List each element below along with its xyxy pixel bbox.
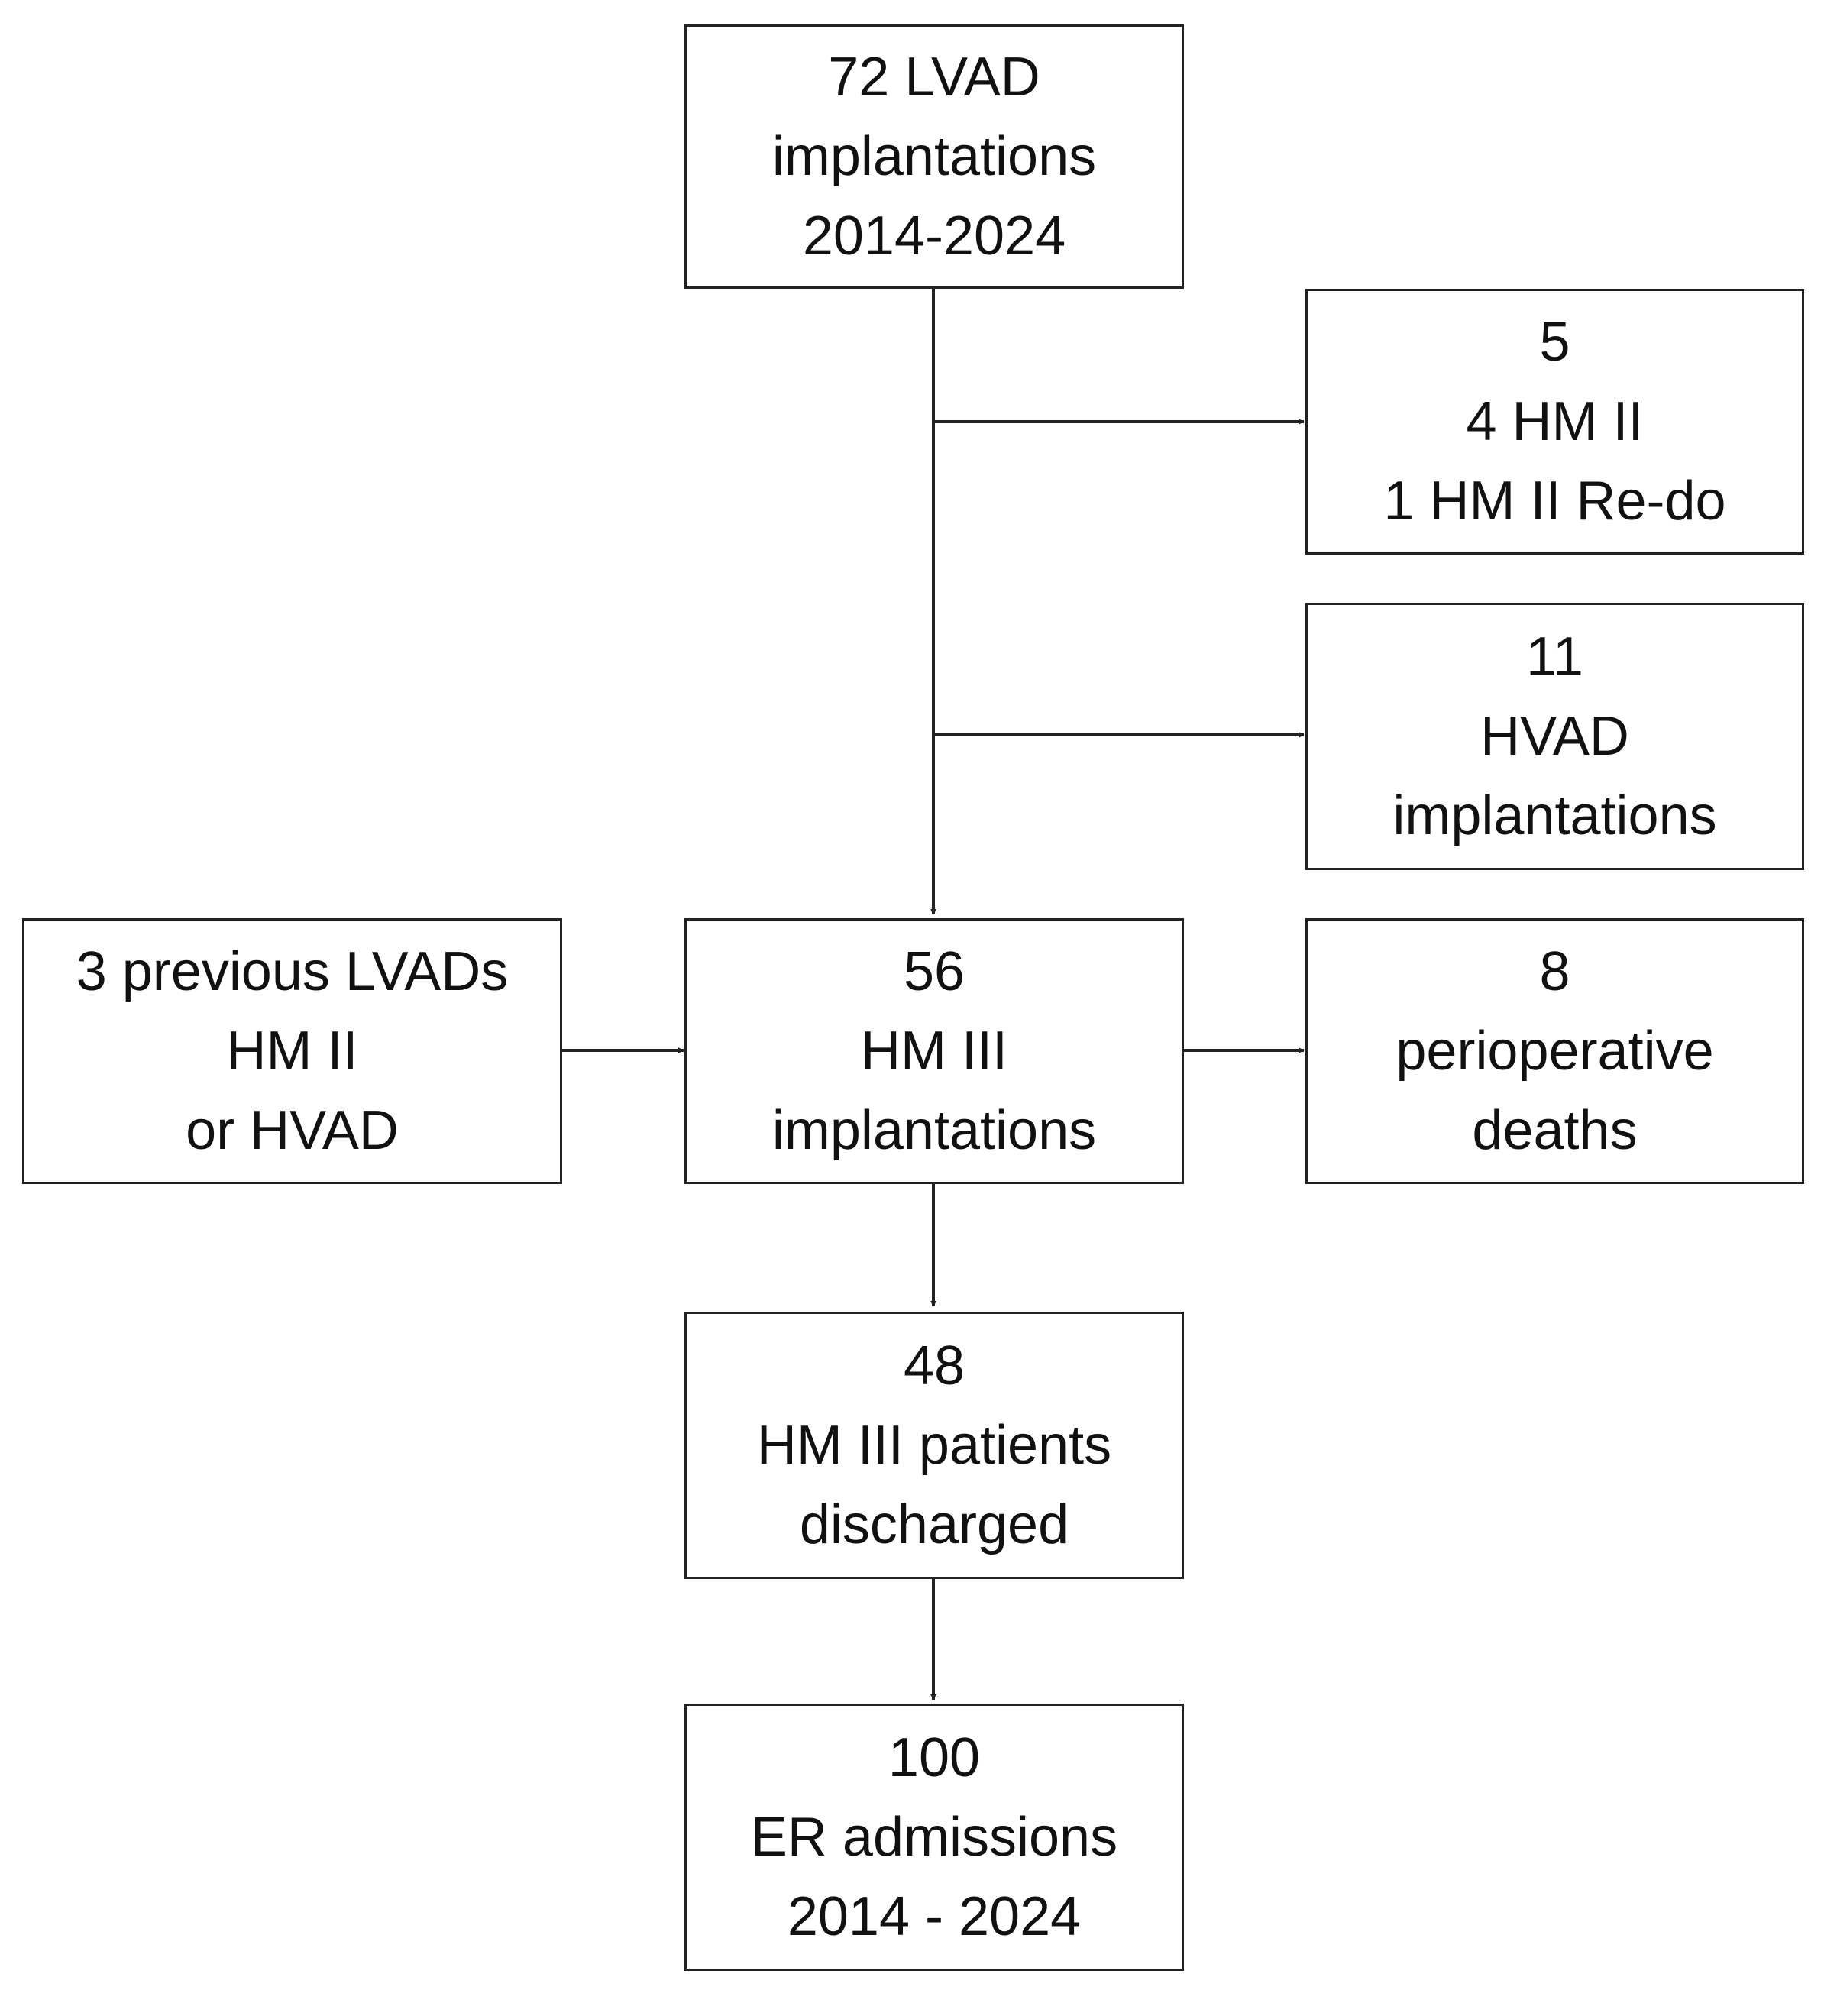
box-line: 100: [888, 1727, 981, 1788]
box-line: ER admissions: [750, 1807, 1118, 1868]
box-line: 56: [903, 941, 965, 1002]
box-line: 2014 - 2024: [787, 1886, 1082, 1947]
box-line: perioperative: [1396, 1021, 1714, 1082]
box-line: 8: [1539, 941, 1570, 1002]
box-line: discharged: [799, 1494, 1069, 1555]
box-previous-lvads: 3 previous LVADs HM II or HVAD: [22, 918, 562, 1184]
box-line: 5: [1539, 312, 1570, 373]
box-line: implantations: [1392, 785, 1717, 846]
box-line: or HVAD: [186, 1100, 399, 1161]
box-line: deaths: [1472, 1100, 1638, 1161]
box-line: 11: [1526, 626, 1583, 688]
box-perioperative-deaths: 8 perioperative deaths: [1305, 918, 1804, 1184]
box-line: HM III patients: [756, 1415, 1112, 1476]
box-hm3-implantations: 56 HM III implantations: [684, 918, 1184, 1184]
box-line: 3 previous LVADs: [76, 941, 509, 1002]
box-hm2-excluded: 5 4 HM II 1 HM II Re-do: [1305, 289, 1804, 555]
box-line: 72 LVAD: [828, 47, 1040, 108]
box-line: 2014-2024: [802, 205, 1066, 267]
box-line: 1 HM II Re-do: [1383, 471, 1726, 532]
box-hm3-discharged: 48 HM III patients discharged: [684, 1312, 1184, 1579]
box-line: HM III: [861, 1021, 1007, 1082]
box-hvad-excluded: 11 HVAD implantations: [1305, 603, 1804, 870]
box-line: HM II: [226, 1021, 358, 1082]
box-line: 4 HM II: [1466, 391, 1644, 452]
box-line: implantations: [771, 1100, 1097, 1161]
box-line: implantations: [771, 126, 1097, 187]
box-er-admissions: 100 ER admissions 2014 - 2024: [684, 1704, 1184, 1971]
box-total-implantations: 72 LVAD implantations 2014-2024: [684, 24, 1184, 289]
box-line: 48: [903, 1335, 965, 1396]
box-line: HVAD: [1480, 706, 1629, 767]
